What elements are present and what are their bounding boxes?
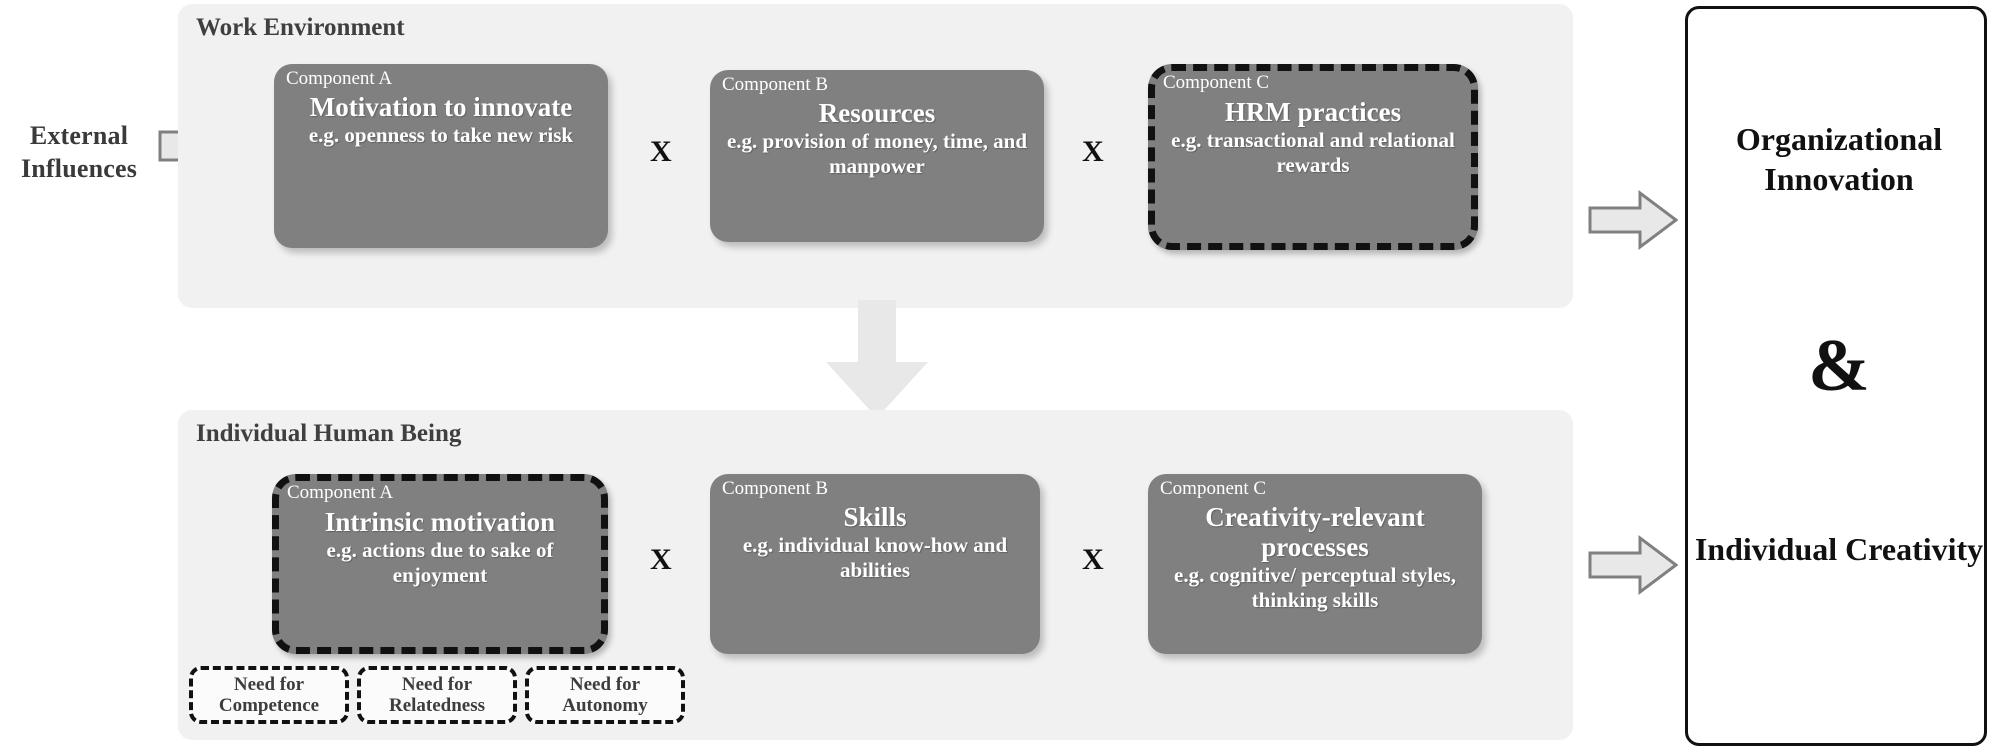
need-line-2: Autonomy	[562, 695, 648, 716]
component-heading: Creativity-relevant processes	[1205, 502, 1425, 563]
multiply-operator: X	[1082, 135, 1104, 168]
outcome-box: Organizational Innovation & Individual C…	[1685, 6, 1987, 746]
need-line-1: Need for	[569, 673, 641, 695]
component-heading: Motivation to innovate	[309, 92, 573, 122]
component-heading: HRM practices	[1224, 97, 1402, 127]
component-heading: Intrinsic motivation	[324, 507, 556, 537]
component-tag: Component A	[286, 68, 393, 89]
panel-title: Work Environment	[196, 14, 405, 41]
multiply-operator: X	[650, 543, 672, 576]
component-box-work-c[interactable]: Component C HRM practices e.g. transacti…	[1148, 64, 1478, 250]
need-line-1: Need for	[233, 673, 305, 695]
component-heading: Skills	[843, 502, 907, 532]
external-influences-label: External Influences	[20, 121, 138, 183]
arrow-down-icon	[824, 300, 930, 420]
component-subtext: e.g. actions due to sake of enjoyment	[326, 538, 554, 587]
component-box-work-a[interactable]: Component A Motivation to innovate e.g. …	[274, 64, 608, 248]
need-box-relatedness[interactable]: Need for Relatedness	[357, 666, 517, 724]
outcome-organizational-innovation: Organizational Innovation	[1735, 121, 1943, 197]
component-subtext: e.g. cognitive/ perceptual styles, think…	[1174, 563, 1456, 613]
component-tag: Component C	[1160, 478, 1267, 499]
component-box-individual-c[interactable]: Component C Creativity-relevant processe…	[1148, 474, 1482, 654]
outcome-individual-creativity: Individual Creativity	[1694, 531, 1984, 567]
need-box-competence[interactable]: Need for Competence	[189, 666, 349, 724]
component-box-individual-a[interactable]: Component A Intrinsic motivation e.g. ac…	[272, 474, 608, 654]
panel-title: Individual Human Being	[196, 420, 462, 447]
component-subtext: e.g. provision of money, time, and manpo…	[726, 129, 1028, 178]
component-subtext: e.g. openness to take new risk	[308, 123, 574, 148]
outcome-conjunction: &	[1808, 325, 1870, 407]
arrow-right-icon	[1588, 535, 1679, 595]
component-tag: Component C	[1163, 72, 1270, 93]
component-tag: Component B	[722, 478, 829, 499]
need-line-2: Competence	[218, 695, 320, 716]
multiply-operator: X	[1082, 543, 1104, 576]
component-heading: Resources	[818, 98, 936, 128]
component-box-work-b[interactable]: Component B Resources e.g. provision of …	[710, 70, 1044, 242]
need-box-autonomy[interactable]: Need for Autonomy	[525, 666, 685, 724]
multiply-operator: X	[650, 135, 672, 168]
need-line-2: Relatedness	[388, 695, 486, 716]
component-tag: Component B	[722, 74, 829, 95]
arrow-right-icon	[1588, 190, 1679, 250]
component-tag: Component A	[287, 482, 394, 503]
component-box-individual-b[interactable]: Component B Skills e.g. individual know-…	[710, 474, 1040, 654]
need-line-1: Need for	[401, 673, 473, 695]
component-subtext: e.g. transactional and relational reward…	[1171, 128, 1455, 177]
component-subtext: e.g. individual know-how and abilities	[742, 533, 1008, 582]
